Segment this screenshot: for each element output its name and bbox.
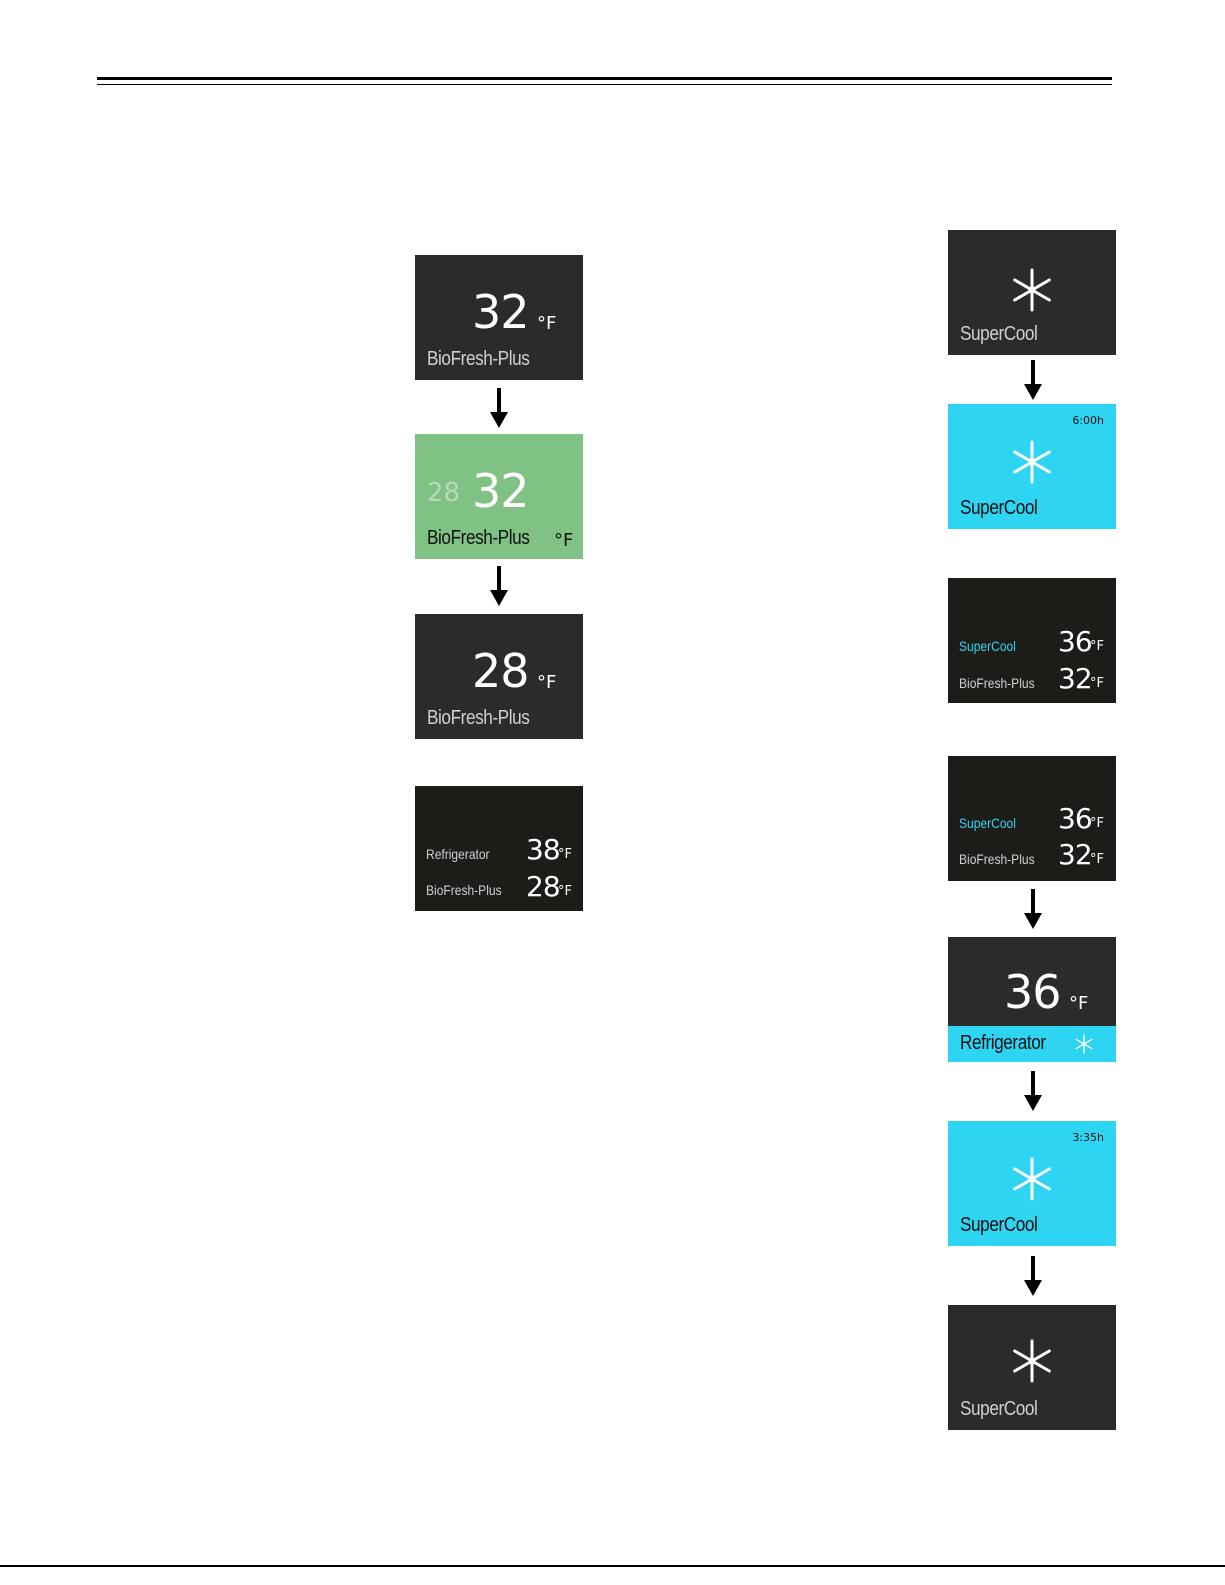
biofresh-display-32: 32 °F BioFresh-Plus: [415, 255, 583, 380]
snowflake-icon: [1010, 268, 1054, 312]
supercool-label: SuperCool: [960, 497, 1037, 520]
temperature-value: 36: [1004, 965, 1061, 1019]
previous-temperature-value: 28: [427, 478, 460, 508]
arrow-down-icon: [490, 566, 508, 606]
supercool-display-off[interactable]: SuperCool: [948, 230, 1116, 355]
supercool-label: SuperCool: [960, 1398, 1037, 1421]
snowflake-icon: [1010, 1157, 1054, 1201]
header-rule-thin: [97, 84, 1112, 85]
supercool-label: SuperCool: [960, 1214, 1037, 1237]
supercool-display-active[interactable]: 6:00h SuperCool: [948, 404, 1116, 529]
temperature-value: 28: [472, 644, 529, 698]
row-unit: °F: [1090, 852, 1104, 867]
footer-rule: [0, 1565, 1225, 1567]
supercool-timer: 6:00h: [1072, 414, 1104, 427]
row-value-biofresh: 32: [1058, 838, 1092, 871]
zone-label: Refrigerator: [960, 1032, 1046, 1055]
refrigerator-display-supercool[interactable]: 36 °F Refrigerator: [948, 937, 1116, 1062]
row-label-refrigerator: Refrigerator: [426, 846, 490, 862]
arrow-down-icon: [490, 388, 508, 428]
snowflake-icon: [1010, 1339, 1054, 1383]
row-unit: °F: [558, 847, 572, 862]
arrow-down-icon: [1024, 889, 1042, 929]
row-unit: °F: [558, 884, 572, 899]
new-temperature-value: 32: [472, 464, 529, 518]
row-label-biofresh: BioFresh-Plus: [959, 675, 1035, 691]
overview-display-supercool-2: SuperCool 36 °F BioFresh-Plus 32 °F: [948, 756, 1116, 881]
arrow-down-icon: [1024, 1071, 1042, 1111]
overview-display-supercool: SuperCool 36 °F BioFresh-Plus 32 °F: [948, 578, 1116, 703]
row-label-supercool: SuperCool: [959, 638, 1016, 654]
temperature-value: 32: [472, 285, 529, 339]
row-unit: °F: [1090, 816, 1104, 831]
temperature-unit: °F: [537, 313, 556, 334]
biofresh-display-28: 28 °F BioFresh-Plus: [415, 614, 583, 739]
row-unit: °F: [1090, 676, 1104, 691]
row-label-biofresh: BioFresh-Plus: [426, 882, 502, 898]
row-value-biofresh: 32: [1058, 662, 1092, 695]
row-unit: °F: [1090, 639, 1104, 654]
row-value-supercool: 36: [1058, 802, 1092, 835]
snowflake-icon: [1010, 440, 1054, 484]
row-value-supercool: 36: [1058, 625, 1092, 658]
overview-display-left: Refrigerator 38 °F BioFresh-Plus 28 °F: [415, 786, 583, 911]
zone-label: BioFresh-Plus: [427, 707, 529, 730]
biofresh-setting-display[interactable]: 28 32 BioFresh-Plus °F: [415, 434, 583, 559]
row-value-biofresh: 28: [526, 870, 560, 903]
row-label-supercool: SuperCool: [959, 815, 1016, 831]
supercool-timer: 3:35h: [1072, 1131, 1104, 1144]
supercool-display-active-countdown[interactable]: 3:35h SuperCool: [948, 1121, 1116, 1246]
snowflake-icon: [1074, 1034, 1094, 1054]
row-label-biofresh: BioFresh-Plus: [959, 851, 1035, 867]
temperature-unit: °F: [554, 530, 573, 551]
row-value-refrigerator: 38: [526, 833, 560, 866]
zone-label: BioFresh-Plus: [427, 348, 529, 371]
supercool-display-off-2[interactable]: SuperCool: [948, 1305, 1116, 1430]
arrow-down-icon: [1024, 1256, 1042, 1296]
active-status-bar: Refrigerator: [948, 1026, 1116, 1062]
arrow-down-icon: [1024, 360, 1042, 400]
temperature-unit: °F: [1069, 993, 1088, 1014]
temperature-unit: °F: [537, 672, 556, 693]
supercool-label: SuperCool: [960, 323, 1037, 346]
header-rule-thick: [97, 77, 1112, 80]
zone-label: BioFresh-Plus: [427, 527, 529, 550]
